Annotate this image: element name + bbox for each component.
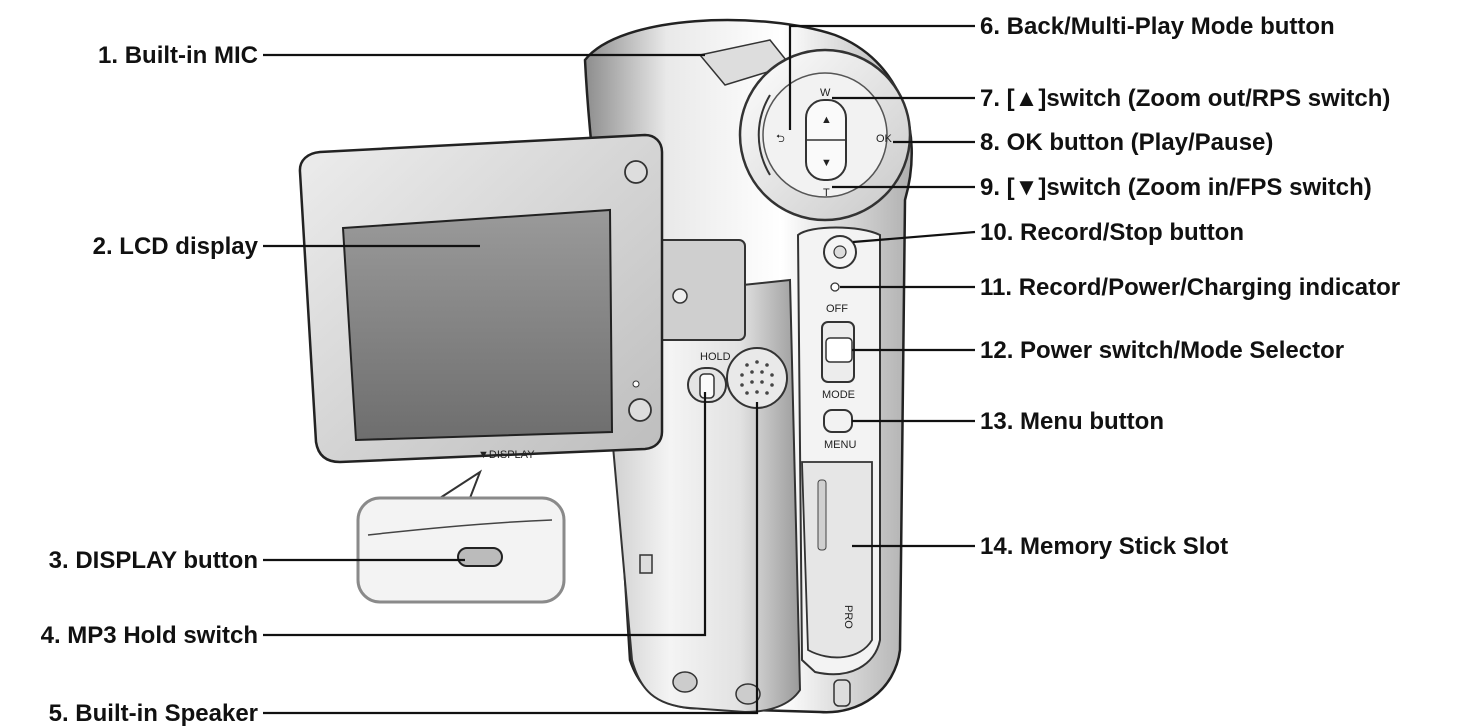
speaker-grille (726, 347, 788, 409)
leader-4 (263, 392, 707, 637)
t-label: T (823, 187, 830, 199)
callout-display-button: 3. DISPLAY button (49, 547, 258, 574)
slot-edge (817, 479, 827, 551)
left-callouts: 1. Built-in MIC 2. LCD display 3. DISPLA… (41, 42, 259, 727)
bottom-foot (672, 671, 698, 693)
ok-label: OK (876, 133, 893, 145)
callout-ok-button: 8. OK button (Play/Pause) (980, 129, 1273, 156)
hinge-screw (672, 288, 688, 304)
callout-power-switch: 12. Power switch/Mode Selector (980, 337, 1344, 364)
w-label: W (820, 87, 831, 99)
menu-label: MENU (824, 439, 856, 451)
leader-lines (263, 24, 976, 715)
control-dial: ⮌ ▲ ▼ W T OK (738, 48, 912, 222)
record-button-center (833, 245, 847, 259)
lcd-top-button (624, 160, 648, 184)
hold-switch-knob (699, 373, 715, 399)
display-button-inset (356, 469, 566, 604)
leader-5 (263, 402, 759, 715)
mode-label: MODE (822, 389, 855, 401)
pro-label: PRO (842, 605, 854, 629)
zoom-up-arrow: ▲ (821, 114, 832, 126)
hinge-block (654, 239, 746, 341)
bottom-foot-2 (735, 683, 761, 705)
callout-back-button: 6. Back/Multi-Play Mode button (980, 13, 1335, 40)
display-label: ▼DISPLAY (478, 449, 535, 461)
inset-pointer (439, 469, 483, 499)
lcd-bottom-button (628, 398, 652, 422)
callout-zoom-in-switch: 9. [▼]switch (Zoom in/FPS switch) (980, 174, 1372, 201)
callout-record-stop-button: 10. Record/Stop button (980, 219, 1244, 246)
callout-lcd-display: 2. LCD display (93, 233, 259, 260)
memory-stick-slot (801, 461, 873, 659)
speaker-holes (740, 360, 774, 395)
right-callouts: 6. Back/Multi-Play Mode button 7. [▲]swi… (980, 13, 1400, 560)
lcd-screen (341, 208, 614, 442)
callout-zoom-out-switch: 7. [▲]switch (Zoom out/RPS switch) (980, 85, 1390, 112)
menu-button (823, 409, 853, 433)
callout-menu-button: 13. Menu button (980, 408, 1164, 435)
bottom-clip (639, 554, 653, 574)
callout-memory-stick-slot: 14. Memory Stick Slot (980, 533, 1228, 560)
callout-charging-indicator: 11. Record/Power/Charging indicator (980, 274, 1400, 301)
lcd-panel: ▼DISPLAY (298, 133, 664, 464)
hold-label: HOLD (700, 351, 731, 363)
leader-6 (788, 24, 975, 130)
off-label: OFF (826, 303, 848, 315)
power-switch-knob (825, 337, 853, 363)
charging-indicator (830, 282, 840, 292)
back-button (757, 94, 771, 176)
strap-loop (833, 679, 851, 707)
inset-edge (367, 519, 553, 536)
zoom-down-arrow: ▼ (821, 157, 832, 169)
inset-display-button (457, 547, 503, 567)
callout-mp3-hold-switch: 4. MP3 Hold switch (41, 622, 258, 649)
callout-built-in-speaker: 5. Built-in Speaker (49, 700, 258, 727)
callout-built-in-mic: 1. Built-in MIC (98, 42, 258, 69)
lcd-small-dot (632, 380, 640, 388)
back-symbol: ⮌ (776, 133, 785, 145)
leader-10 (852, 230, 976, 244)
